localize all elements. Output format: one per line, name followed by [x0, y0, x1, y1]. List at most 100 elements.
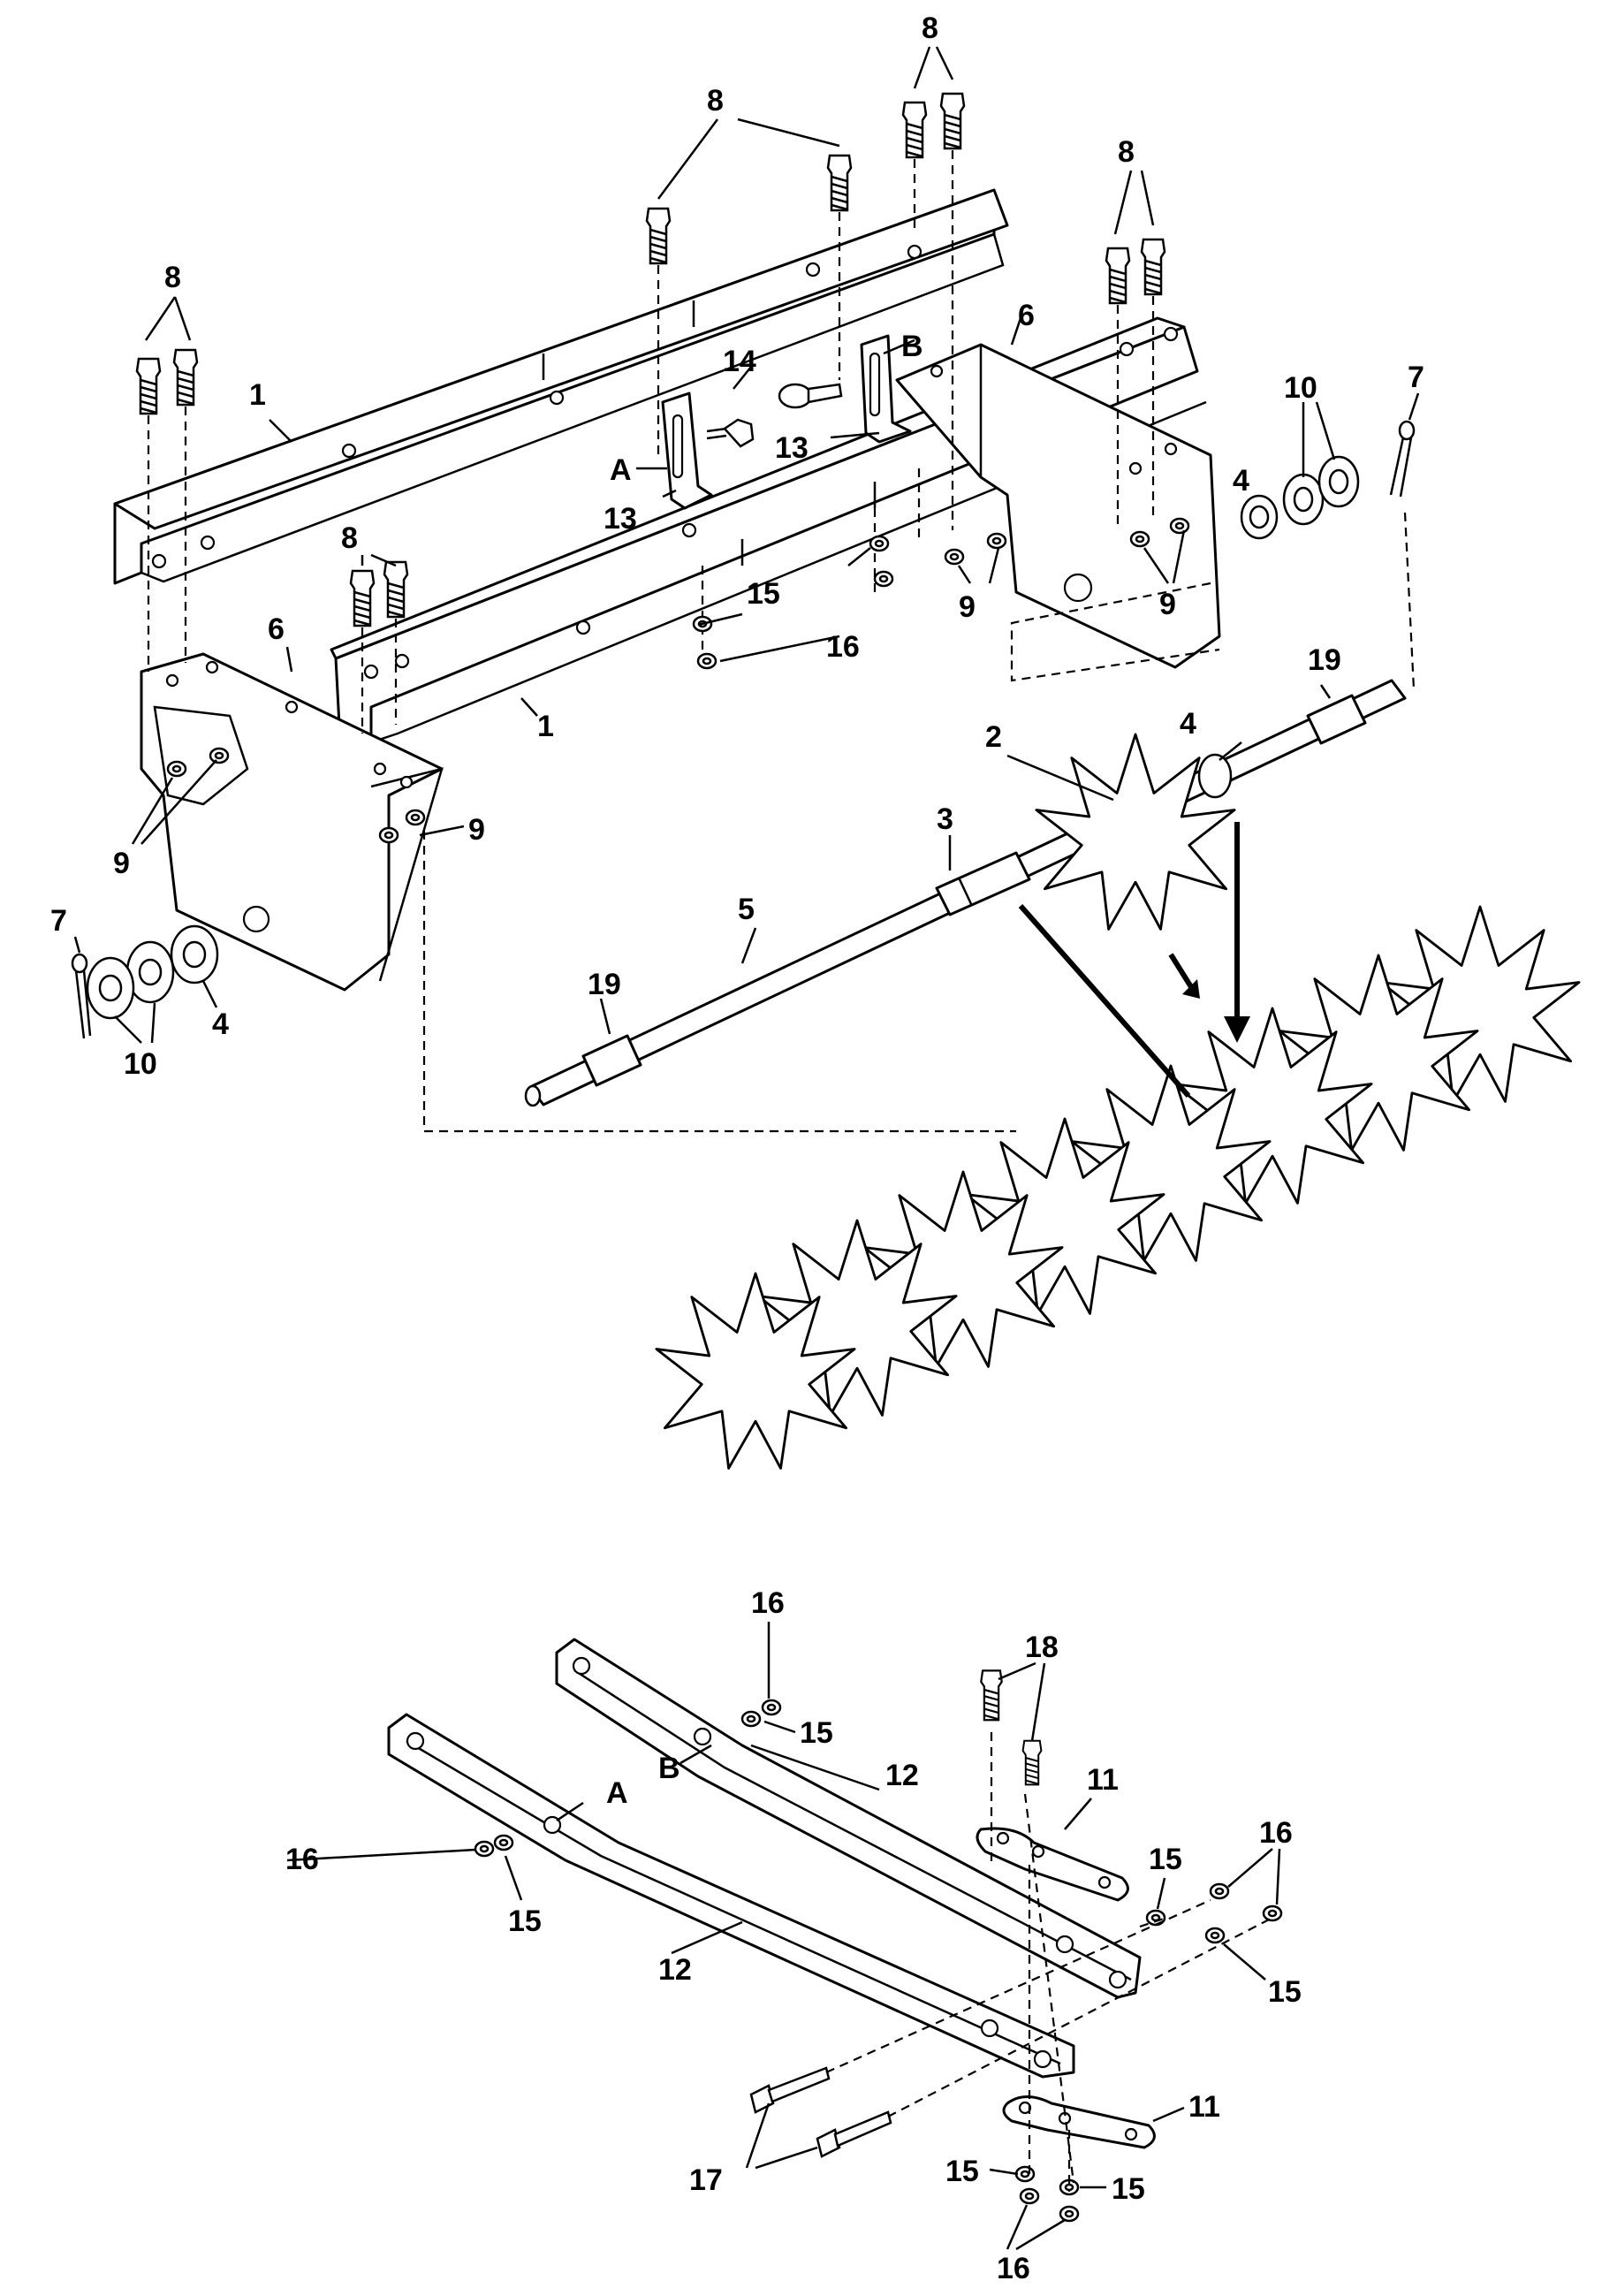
callout-4-axle: 4 — [1180, 707, 1196, 741]
callout-11-upper: 11 — [1087, 1763, 1119, 1797]
callout-11-lower: 11 — [1188, 2090, 1220, 2124]
bolt-8-b — [172, 348, 199, 407]
washer-15-center-b — [869, 535, 890, 552]
nut-16-bottom-a — [1019, 2187, 1040, 2205]
nut-16-right-a — [1209, 1882, 1230, 1900]
spacer-19-left — [581, 1034, 642, 1087]
angle-iron-upper — [113, 188, 1009, 585]
nut-16-bottom-b — [1059, 2205, 1080, 2223]
callout-2: 2 — [985, 720, 1002, 754]
callout-13-left: 13 — [604, 502, 637, 536]
bearing-right — [1240, 494, 1279, 540]
callout-16-left: 16 — [285, 1843, 319, 1876]
callout-16-right: 16 — [1259, 1816, 1293, 1850]
hitch-plate-upper — [976, 1827, 1129, 1902]
callout-15-top: 15 — [800, 1716, 833, 1750]
bracket-a — [661, 392, 713, 510]
callout-19-left: 19 — [588, 968, 621, 1001]
callout-18: 18 — [1025, 1631, 1059, 1664]
callout-14: 14 — [723, 345, 756, 378]
bolt-8-e — [901, 101, 928, 159]
washer-15-bar-b — [740, 1710, 762, 1728]
nut-16-center-b — [873, 570, 894, 588]
callout-9-center: 9 — [959, 590, 976, 624]
nut-16-bar-a — [474, 1840, 495, 1858]
cotter-pin-right — [1389, 420, 1416, 498]
callout-15-left: 15 — [508, 1904, 542, 1938]
nut-9-right-a — [944, 548, 965, 566]
washers-right — [1282, 455, 1360, 526]
callout-6-right: 6 — [1018, 299, 1035, 332]
callout-1-upper: 1 — [249, 378, 266, 412]
bolt-8-g — [1105, 247, 1131, 305]
leader-lines — [73, 46, 1420, 2251]
side-plate-left — [140, 652, 444, 992]
callout-9-left-b: 9 — [468, 813, 485, 847]
callout-4-right: 4 — [1233, 464, 1249, 498]
bolt-8-d — [826, 154, 853, 212]
spacer-19-right — [1306, 694, 1367, 745]
lower-dashed-lines — [825, 1732, 1273, 2192]
callout-b-upper: B — [901, 330, 923, 363]
bolt-18-b — [1021, 1739, 1043, 1786]
callout-4-left: 4 — [212, 1007, 229, 1041]
nut-9-left-d — [405, 809, 426, 826]
nut-9-right-b — [986, 532, 1007, 550]
callout-5: 5 — [738, 893, 755, 926]
side-plate-right — [895, 343, 1221, 669]
washers-left — [86, 940, 175, 1020]
bolt-17-b — [816, 2110, 892, 2158]
callout-7-left: 7 — [50, 904, 67, 938]
callout-1-lower: 1 — [537, 710, 554, 743]
callout-8-lower: 8 — [341, 521, 358, 555]
spacer-tube-3 — [935, 851, 1031, 916]
callout-7-right: 7 — [1408, 361, 1424, 394]
callout-16-top: 16 — [751, 1586, 785, 1620]
pin — [706, 383, 843, 448]
nut-9-left-c — [378, 826, 399, 844]
bolt-8-h — [1140, 238, 1166, 296]
washer-15-right-b — [1204, 1927, 1226, 1944]
bearing-left — [170, 924, 219, 985]
hitch-bar-a — [387, 1713, 1075, 2079]
nut-9-left-a — [166, 760, 187, 778]
bolt-8-i — [349, 569, 376, 627]
callout-3: 3 — [937, 802, 953, 836]
callout-10-right: 10 — [1284, 371, 1317, 405]
callout-a-upper: A — [610, 453, 632, 487]
callout-9-left: 9 — [113, 847, 130, 880]
nut-16-bar-b — [761, 1699, 782, 1716]
callout-15-right-upper: 15 — [1149, 1843, 1182, 1876]
callout-16-center: 16 — [826, 630, 860, 664]
callout-8-right: 8 — [1118, 135, 1135, 169]
callout-15-center: 15 — [747, 577, 780, 611]
callout-17: 17 — [689, 2163, 723, 2197]
callout-16-bottom: 16 — [997, 2252, 1030, 2285]
nut-16-right-b — [1262, 1904, 1283, 1922]
callout-a-lower: A — [606, 1776, 628, 1810]
cotter-pin-left — [71, 953, 92, 1039]
hitch-bar-b — [555, 1638, 1142, 1999]
callout-15-right-lower: 15 — [1268, 1975, 1302, 2009]
callout-12-lower: 12 — [658, 1953, 692, 1987]
bolt-8-a — [135, 357, 162, 415]
bolt-17-a — [749, 2066, 831, 2114]
callout-8-left: 8 — [164, 261, 181, 294]
callout-10-left: 10 — [124, 1047, 157, 1081]
callout-b-lower: B — [658, 1752, 680, 1785]
callout-13-right: 13 — [775, 431, 809, 465]
bolt-8-f — [939, 92, 966, 150]
callout-6-left: 6 — [268, 612, 285, 646]
callout-19-right: 19 — [1308, 643, 1341, 677]
washer-15-bar-a — [493, 1834, 514, 1851]
callout-8-center: 8 — [707, 84, 724, 118]
assembly-arrows — [1018, 822, 1250, 1098]
nut-9-right-c — [1129, 530, 1150, 548]
bearing-4-axle — [1197, 753, 1233, 799]
callout-15-bottom-right: 15 — [1112, 2172, 1145, 2206]
upper-dashed-lines — [147, 150, 1416, 1133]
callout-labels: 8 8 8 8 8 1 1 6 6 14 B A 13 13 15 16 9 9… — [50, 11, 1424, 2285]
nut-9-right-d — [1169, 517, 1190, 535]
hitch-plate-lower — [1002, 2095, 1156, 2149]
